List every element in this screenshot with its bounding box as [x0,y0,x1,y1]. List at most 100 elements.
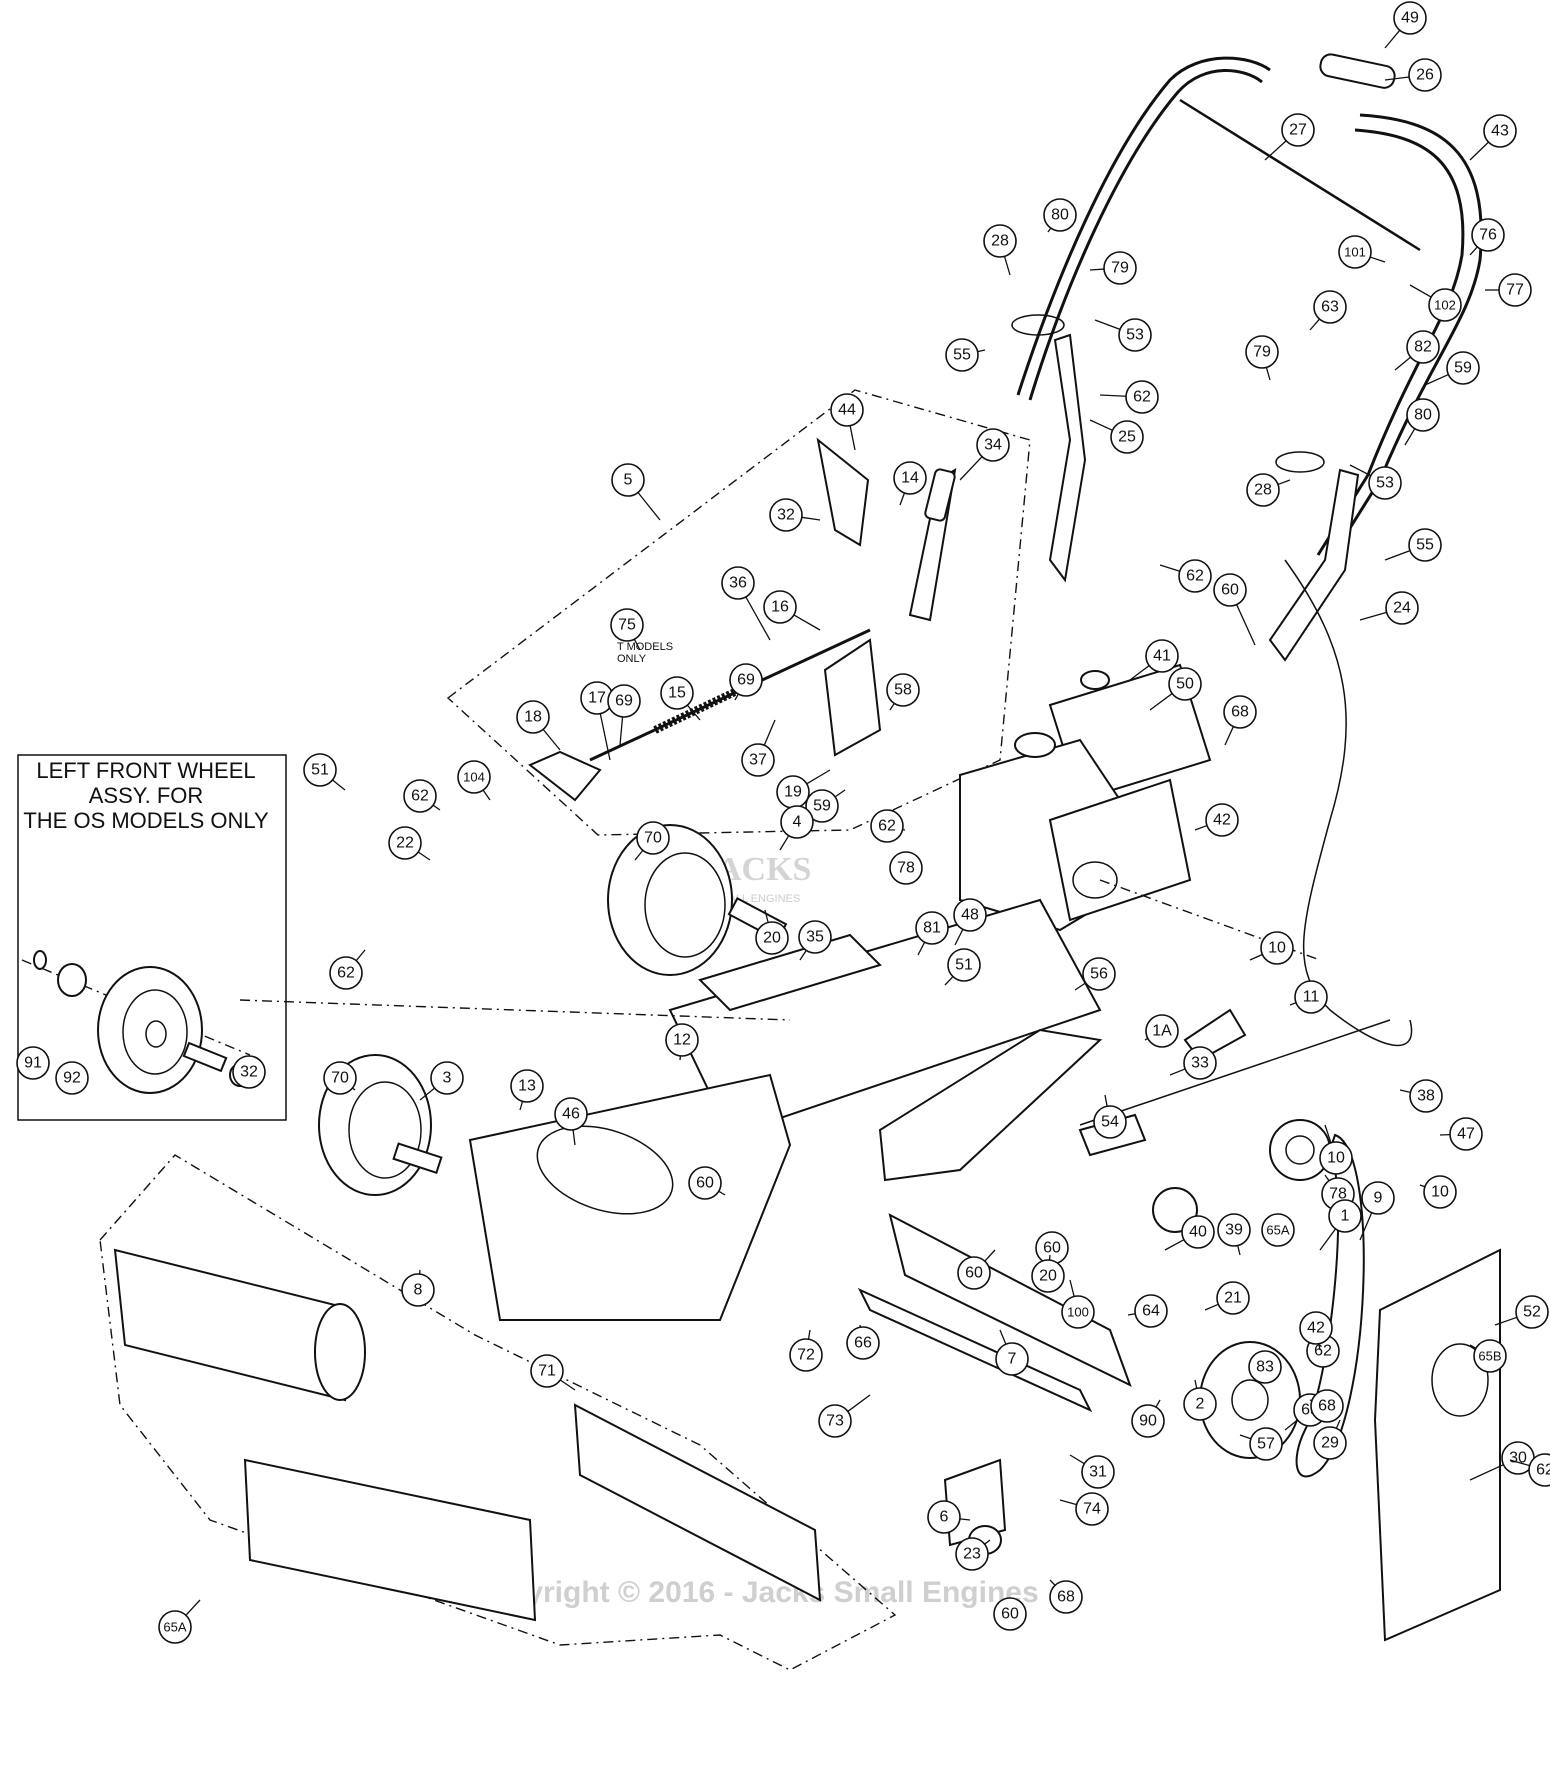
callout-number: 9 [1374,1190,1383,1207]
callout-balloon [610,608,644,642]
group-5-boundary [446,389,1031,836]
callout-17: 17 [580,681,614,761]
callout-balloon [1134,1294,1168,1328]
callout-number: 49 [1401,10,1419,27]
callout-number: 69 [737,672,755,689]
callout-62: 62 [1159,559,1212,593]
callout-leader-line [1127,1313,1136,1316]
callout-leader-line [542,728,561,751]
callout-13: 13 [510,1069,544,1111]
callout-number: 70 [644,830,662,847]
callout-number: 62 [878,818,896,835]
callout-2: 2 [1183,1379,1217,1421]
callout-60: 60 [688,1166,726,1200]
watermark-copyright: Copyright © 2016 - Jacks Small Engines [468,1576,1039,1609]
callout-71: 71 [530,1354,576,1391]
callout-number: 60 [965,1265,983,1282]
callout-balloon [1368,466,1402,500]
callout-41: 41 [1129,639,1179,681]
callout-60: 60 [1035,1231,1069,1265]
callout-34: 34 [959,428,1010,481]
callout-number: 69 [615,693,633,710]
callout-leader-line [637,492,661,521]
callout-83: 83 [1248,1350,1282,1384]
callout-balloon [976,428,1010,462]
callout-number: 65A [163,1620,186,1635]
callout-leader-line [1369,256,1386,263]
callout-81: 81 [915,911,949,956]
callout-number: 83 [1256,1359,1274,1376]
callout-65A: 65A [158,1599,201,1644]
callout-number: 71 [538,1363,556,1380]
callout-leader-line [1169,1068,1186,1076]
callout-number: 17 [588,690,606,707]
callout-number: 47 [1457,1126,1475,1143]
callout-10: 10 [1249,931,1294,965]
callout-leader-line [519,1101,524,1111]
callout-leader-line [1399,1089,1411,1094]
callout-balloon [665,1023,699,1057]
callout-59: 59 [1424,351,1480,386]
callout-number: 54 [1101,1114,1119,1131]
callout-4: 4 [779,805,814,851]
callout-balloon [1103,251,1137,285]
callout-balloon [886,673,920,707]
callout-24: 24 [1359,591,1419,625]
callout-51: 51 [303,753,346,791]
callout-74: 74 [1059,1492,1109,1526]
callout-number: 15 [668,685,686,702]
callout-10: 10 [1419,1175,1457,1209]
group-6-boundary [99,1154,897,1671]
callout-leader-line [954,929,964,946]
bracket-44 [816,437,870,547]
callout-balloon [1183,1387,1217,1421]
callout-balloon [611,463,645,497]
callout-balloon [1118,318,1152,352]
callout-leader-line [1089,268,1105,271]
callout-number: 72 [797,1347,815,1364]
callout-balloon [1338,235,1372,269]
callout-58: 58 [886,673,920,711]
callout-balloon [870,809,904,843]
callout-104: 104 [457,760,491,801]
callout-number: 33 [1191,1055,1209,1072]
callout-leader-line [1384,76,1410,81]
callout-balloon [1125,380,1159,414]
callout-43: 43 [1469,114,1517,161]
callout-leader-line [1494,1316,1518,1326]
spring-tine-reel [113,1248,347,1402]
callout-leader-line [1264,140,1287,161]
callout-balloon [1260,931,1294,965]
callout-balloon [789,1338,823,1372]
bracket-19 [823,638,882,757]
callout-49: 49 [1384,1,1427,49]
callout-balloon [1446,351,1480,385]
callout-leader-line [1469,1344,1477,1349]
callout-37: 37 [741,719,776,777]
callout-number: 80 [1414,407,1432,424]
t-models-note: T MODELS ONLY [617,641,673,665]
callout-number: 34 [984,437,1002,454]
throttle-cable [1284,559,1413,1047]
callout-62: 62 [1099,380,1159,414]
lower-handle-left [1048,333,1087,583]
front-wheel-rim [348,1081,422,1179]
callout-balloon [1081,1455,1115,1489]
callout-number: 63 [1321,299,1339,316]
callout-number: 104 [463,770,485,785]
callout-19: 19 [776,769,831,809]
callout-number: 59 [813,798,831,815]
control-bar [1179,98,1421,252]
callout-leader-line [793,614,821,631]
callout-number: 23 [963,1546,981,1563]
callout-42: 42 [1194,803,1239,837]
callout-number: 62 [337,965,355,982]
callout-12: 12 [665,1023,699,1061]
callout-68: 68 [1049,1579,1083,1614]
callout-number: 102 [1434,298,1456,313]
callout-leader-line [1047,227,1052,233]
skid-29 [888,1213,1132,1387]
callout-42: 42 [1299,1311,1333,1351]
callout-balloon [516,700,550,734]
